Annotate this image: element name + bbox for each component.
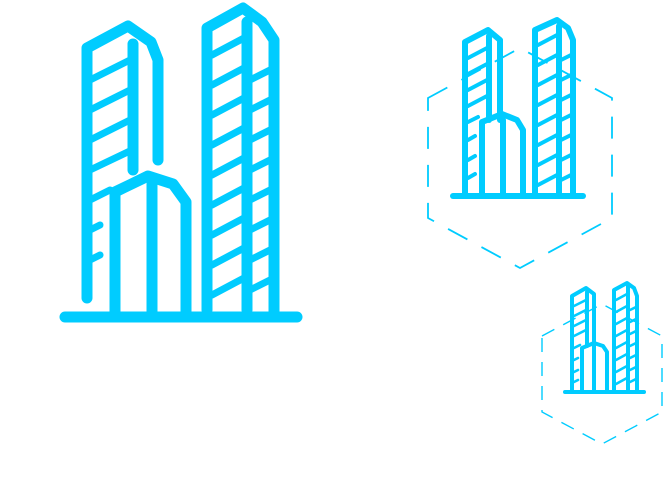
skyscrapers-icon-large — [59, 2, 303, 323]
skyscrapers-hexagon-badge-small — [541, 281, 663, 445]
skyscrapers-hexagon-badge-medium — [427, 17, 613, 270]
